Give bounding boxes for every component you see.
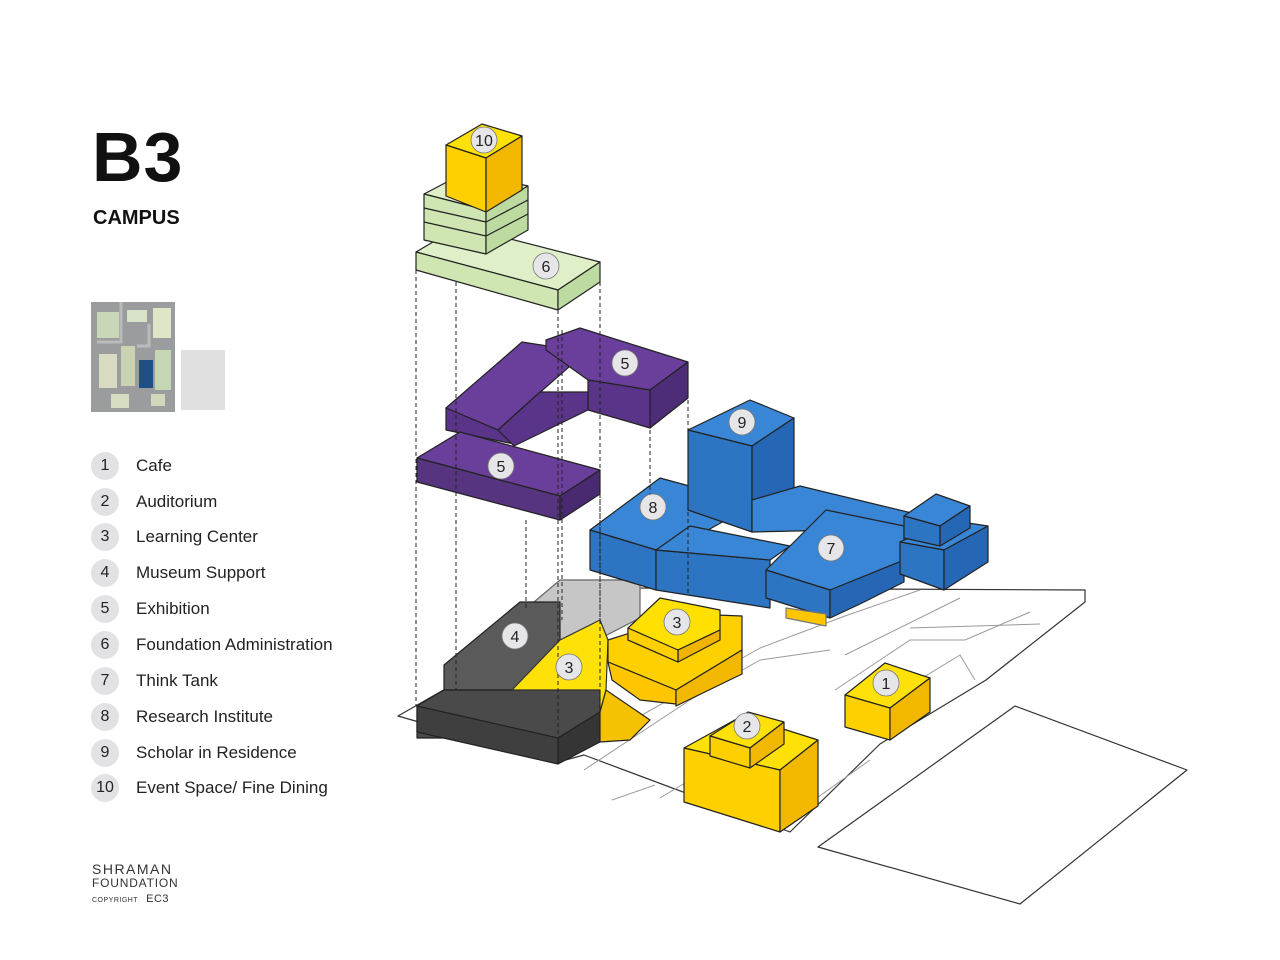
legend-item-exhibition: 5 Exhibition [91, 595, 391, 625]
legend-label: Scholar in Residence [136, 743, 297, 762]
svg-text:4: 4 [511, 629, 520, 646]
badge-8: 8 [639, 493, 667, 521]
copyright-code: EC3 [146, 893, 170, 906]
legend-label: Think Tank [136, 671, 218, 690]
legend-number: 8 [91, 703, 119, 731]
legend-number: 10 [91, 774, 119, 802]
legend-label: Learning Center [136, 527, 258, 546]
legend-item-think-tank: 7 Think Tank [91, 667, 391, 697]
brand-line-2: FOUNDATION [92, 876, 179, 890]
svg-text:1: 1 [882, 676, 891, 693]
svg-text:5: 5 [621, 356, 630, 373]
legend-item-auditorium: 2 Auditorium [91, 488, 391, 518]
legend-item-scholar-in-residence: 9 Scholar in Residence [91, 739, 391, 769]
copyright-line: COPYRIGHT EC3 [92, 893, 178, 905]
legend-number: 2 [91, 488, 119, 516]
page-subtitle: CAMPUS [93, 207, 180, 229]
svg-text:10: 10 [475, 133, 493, 150]
legend-number: 4 [91, 559, 119, 587]
legend-label: Museum Support [136, 563, 266, 582]
building-museum-support [416, 579, 641, 765]
brand-block: SHRAMAN FOUNDATION COPYRIGHT EC3 [92, 862, 178, 905]
svg-text:5: 5 [497, 459, 506, 476]
key-map [91, 302, 225, 412]
page-title: B3 [92, 118, 184, 196]
legend-item-foundation-administration: 6 Foundation Administration [91, 631, 391, 661]
legend-number: 9 [91, 739, 119, 767]
svg-text:6: 6 [542, 259, 551, 276]
legend-item-museum-support: 4 Museum Support [91, 559, 391, 589]
svg-text:2: 2 [743, 719, 752, 736]
legend-number: 6 [91, 631, 119, 659]
svg-text:3: 3 [673, 615, 682, 632]
svg-text:7: 7 [827, 541, 836, 558]
legend-label: Exhibition [136, 599, 210, 618]
legend-item-learning-center: 3 Learning Center [91, 523, 391, 553]
legend-label: Cafe [136, 456, 172, 475]
svg-text:8: 8 [649, 500, 658, 517]
legend-item-event-space: 10 Event Space/ Fine Dining [91, 774, 391, 804]
legend-number: 5 [91, 595, 119, 623]
legend-number: 7 [91, 667, 119, 695]
badges: 10 6 5 5 9 8 7 4 [470, 126, 900, 740]
building-scholar-in-residence [687, 399, 921, 541]
svg-text:3: 3 [565, 660, 574, 677]
badge-5-lower: 5 [487, 452, 515, 480]
legend-label: Foundation Administration [136, 635, 333, 654]
badge-10: 10 [470, 126, 498, 154]
badge-7: 7 [817, 534, 845, 562]
svg-text:9: 9 [738, 415, 747, 432]
badge-2: 2 [733, 712, 761, 740]
badge-5-upper: 5 [611, 349, 639, 377]
key-map-adjacent [181, 350, 225, 410]
badge-3-right: 3 [663, 608, 691, 636]
badge-6: 6 [532, 252, 560, 280]
legend-number: 3 [91, 523, 119, 551]
legend-label: Auditorium [136, 492, 218, 511]
key-map-highlight [139, 360, 153, 388]
badge-3-left: 3 [555, 653, 583, 681]
badge-9: 9 [728, 408, 756, 436]
legend-item-research-institute: 8 Research Institute [91, 703, 391, 733]
badge-4: 4 [501, 622, 529, 650]
badge-1: 1 [872, 669, 900, 697]
building-exhibition-upper [445, 327, 689, 447]
brand-line-1: SHRAMAN [92, 861, 173, 877]
legend-label: Research Institute [136, 707, 274, 726]
legend-label: Event Space/ Fine Dining [136, 778, 328, 797]
copyright-text: COPYRIGHT [92, 897, 139, 905]
legend-number: 1 [91, 452, 119, 480]
legend-item-cafe: 1 Cafe [91, 452, 391, 482]
